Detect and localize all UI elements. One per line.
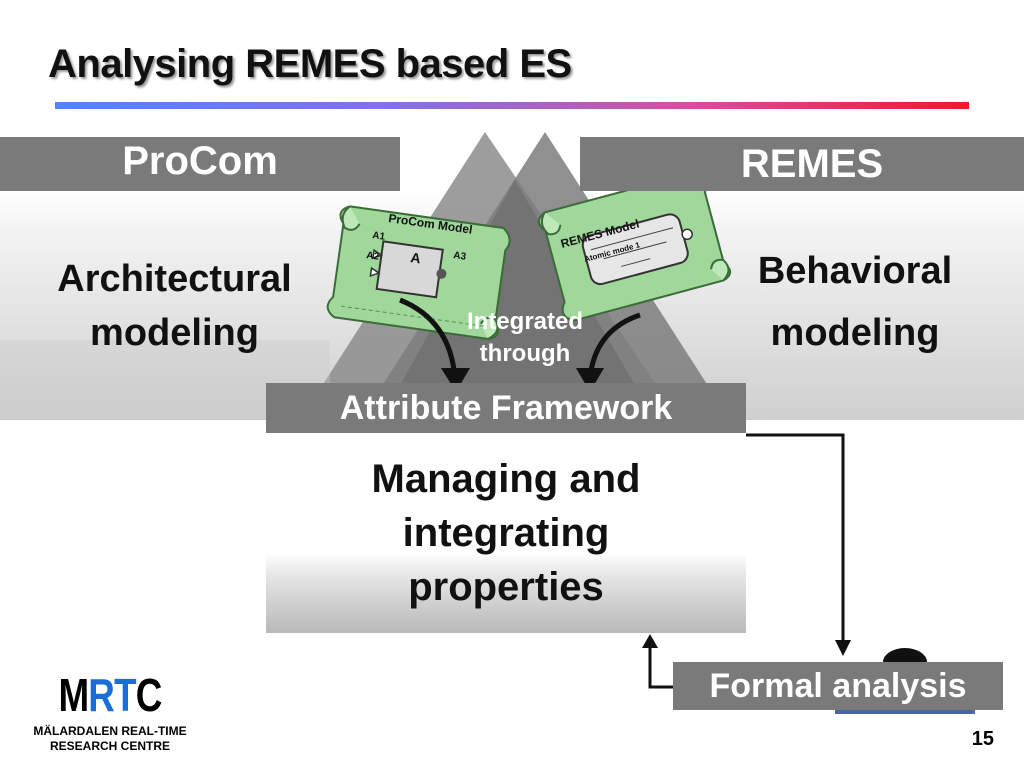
connector-to-formal xyxy=(746,433,845,645)
title-underline xyxy=(55,102,969,109)
logo-c: C xyxy=(135,669,163,721)
logo-m: M xyxy=(58,669,89,721)
port-a2-label: A2 xyxy=(366,250,381,263)
remes-arrowhead xyxy=(576,368,604,392)
port-a1-label: A1 xyxy=(372,230,387,243)
remes-description-line1: Behavioral xyxy=(757,250,953,292)
remes-description: Behavioral modeling xyxy=(720,240,990,364)
formal-analysis-box: Formal analysis xyxy=(673,662,1003,710)
managing-box xyxy=(266,433,746,633)
integrated-through-label: Integrated through xyxy=(445,306,605,370)
managing-line2: integrating xyxy=(402,511,610,555)
procom-arrowhead xyxy=(441,368,470,392)
logo-sub-line1: MÄLARDALEN REAL-TIME xyxy=(33,724,187,738)
component-a-label: A xyxy=(410,249,422,266)
attribute-framework-bar: Attribute Framework xyxy=(266,383,746,433)
procom-model-document xyxy=(326,205,511,340)
connector-to-managing xyxy=(648,645,673,689)
procom-arrow xyxy=(399,297,458,379)
logo-rt: RT xyxy=(88,669,136,721)
integrated-line2: through xyxy=(479,340,571,367)
connector-to-managing-arrowhead xyxy=(642,634,658,648)
mrtc-logo: MRTC MÄLARDALEN REAL-TIME RESEARCH CENTR… xyxy=(20,672,200,754)
page-number: 15 xyxy=(971,728,994,750)
integrated-line1: Integrated xyxy=(466,308,583,335)
port-a3-label: A3 xyxy=(453,250,468,263)
procom-description-line2: modeling xyxy=(90,312,259,354)
remes-description-line2: modeling xyxy=(770,312,940,354)
managing-line3: properties xyxy=(408,565,604,609)
procom-description-line1: Architectural xyxy=(57,258,292,300)
logo-sub-line2: RESEARCH CENTRE xyxy=(49,739,170,753)
connector-to-formal-arrowhead xyxy=(835,640,851,656)
managing-line1: Managing and xyxy=(371,457,641,501)
mrtc-logo-subtitle: MÄLARDALEN REAL-TIME RESEARCH CENTRE xyxy=(20,724,200,754)
mrtc-logo-mark: MRTC xyxy=(38,672,182,718)
managing-text: Managing and integrating properties xyxy=(266,452,746,614)
procom-description: Architectural modeling xyxy=(22,252,327,360)
slide-title: Analysing REMES based ES xyxy=(48,42,572,86)
procom-header: ProCom xyxy=(0,137,400,191)
remes-header: REMES xyxy=(580,137,1024,191)
